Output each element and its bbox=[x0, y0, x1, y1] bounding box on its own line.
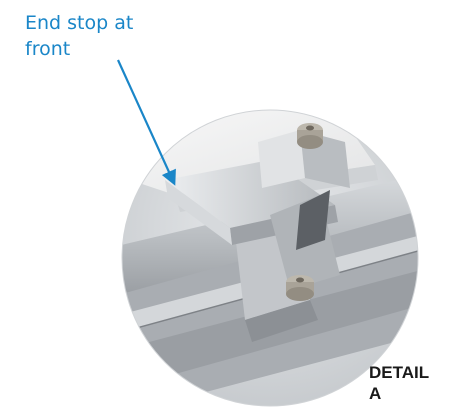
bolt-icon bbox=[286, 275, 314, 301]
detail-label-line2: A bbox=[369, 384, 382, 403]
bolt-icon bbox=[297, 123, 323, 149]
callout-arrow bbox=[116, 59, 176, 186]
detail-label: DETAIL A bbox=[369, 362, 429, 404]
end-stop-clamp bbox=[165, 130, 350, 290]
detail-label-line1: DETAIL bbox=[369, 363, 430, 382]
end-stop-callout: End stop at front bbox=[25, 12, 134, 60]
